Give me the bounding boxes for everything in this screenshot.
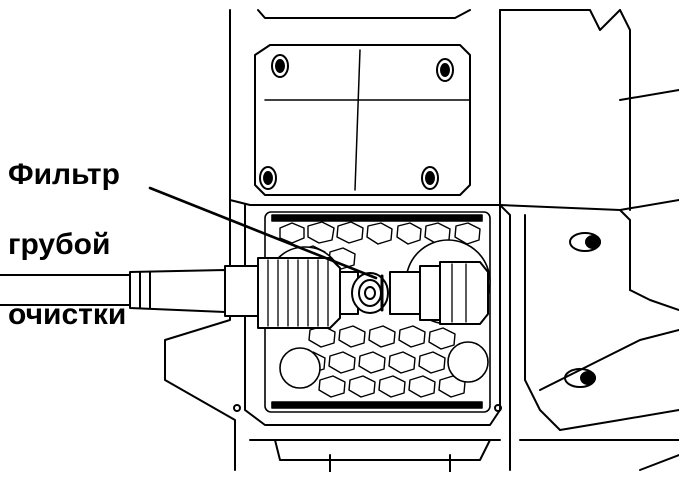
lower-housing: [164, 199, 502, 473]
panel-screws: [259, 54, 454, 190]
callout-label-line3: очистки: [8, 298, 127, 331]
side-knobs: [564, 232, 601, 388]
callout-label-line1: Фильтр: [8, 158, 120, 191]
callout-label-line2: грубой: [8, 228, 111, 261]
housing-outline: [229, 9, 679, 471]
hose: [0, 265, 259, 317]
coupling-nut: [257, 257, 359, 329]
top-panel: [254, 9, 471, 196]
callout-leader-line: [148, 186, 378, 280]
callout-label: Фильтр грубой очистки: [8, 122, 126, 367]
right-fitting: [389, 261, 489, 325]
coarse-filter: [351, 272, 389, 314]
